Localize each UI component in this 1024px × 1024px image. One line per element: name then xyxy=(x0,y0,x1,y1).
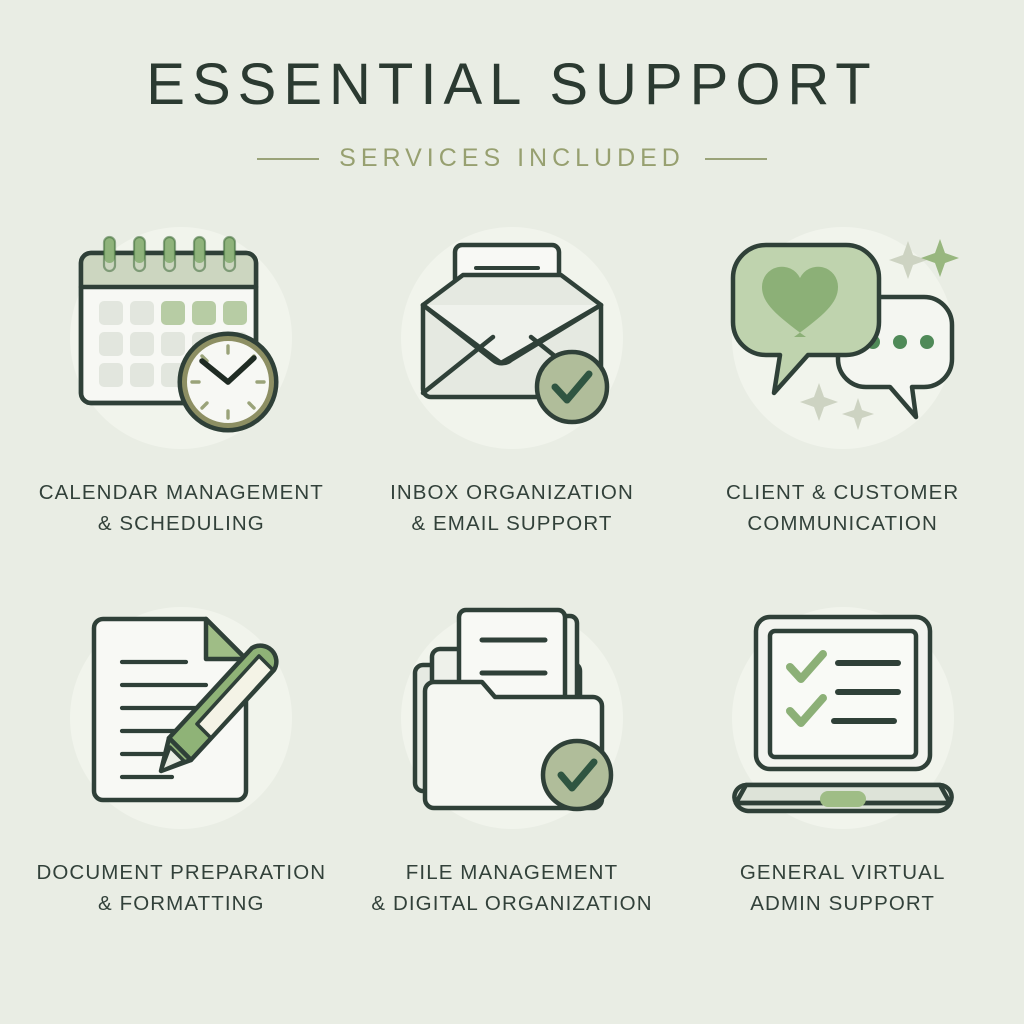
header: ESSENTIAL SUPPORT SERVICES INCLUDED xyxy=(0,0,1024,173)
envelope-check-icon xyxy=(420,242,610,425)
rule-right-decoration xyxy=(704,157,767,160)
service-label: DOCUMENT PREPARATION & FORMATTING xyxy=(36,860,327,915)
service-card-client-communication[interactable]: CLIENT & CUSTOMER COMMUNICATION xyxy=(677,215,1008,585)
calendar-clock-icon xyxy=(79,235,279,433)
document-pen-icon xyxy=(92,616,279,802)
service-label: INBOX ORGANIZATION & EMAIL SUPPORT xyxy=(390,481,634,536)
laptop-checklist-icon-wrapper xyxy=(718,595,968,845)
service-card-document-preparation[interactable]: DOCUMENT PREPARATION & FORMATTING xyxy=(16,595,347,965)
service-card-file-management[interactable]: FILE MANAGEMENT & DIGITAL ORGANIZATION xyxy=(347,595,678,965)
service-label: GENERAL VIRTUAL ADMIN SUPPORT xyxy=(739,860,946,915)
folder-check-icon xyxy=(412,607,614,811)
speech-bubbles-heart-icon xyxy=(730,239,959,430)
folder-check-icon-wrapper xyxy=(387,595,637,845)
page-subtitle: SERVICES INCLUDED xyxy=(339,144,685,172)
rule-left-decoration xyxy=(257,157,320,160)
calendar-clock-icon-wrapper xyxy=(56,215,306,465)
subtitle-row: SERVICES INCLUDED xyxy=(0,144,1024,173)
document-pen-icon-wrapper xyxy=(56,595,306,845)
envelope-check-icon-wrapper xyxy=(387,215,637,465)
page-title: ESSENTIAL SUPPORT xyxy=(146,52,878,117)
service-card-calendar-management[interactable]: CALENDAR MANAGEMENT & SCHEDULING xyxy=(16,215,347,585)
service-label: CLIENT & CUSTOMER COMMUNICATION xyxy=(726,481,960,536)
service-card-inbox-organization[interactable]: INBOX ORGANIZATION & EMAIL SUPPORT xyxy=(347,215,678,585)
service-card-general-admin[interactable]: GENERAL VIRTUAL ADMIN SUPPORT xyxy=(677,595,1008,965)
service-label: CALENDAR MANAGEMENT & SCHEDULING xyxy=(38,481,324,536)
services-grid: CALENDAR MANAGEMENT & SCHEDULING xyxy=(16,215,1008,964)
speech-bubbles-heart-icon-wrapper xyxy=(718,215,968,465)
laptop-checklist-icon xyxy=(731,614,954,813)
service-label: FILE MANAGEMENT & DIGITAL ORGANIZATION xyxy=(371,860,653,915)
